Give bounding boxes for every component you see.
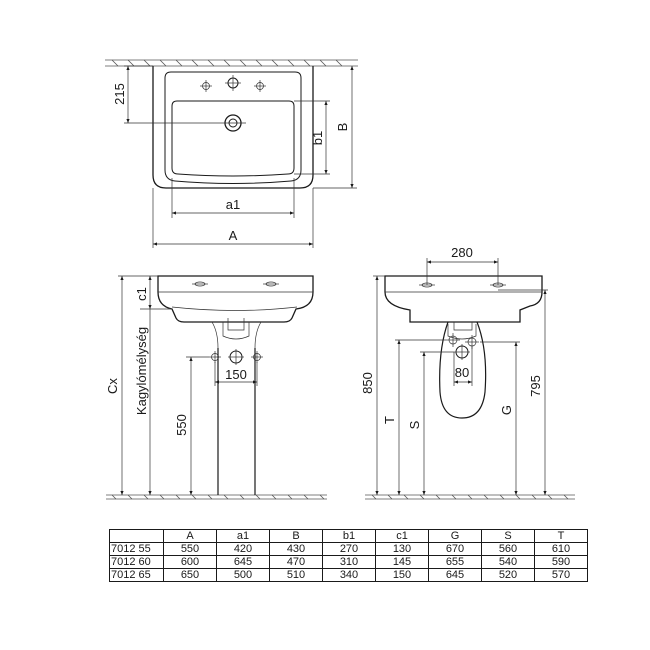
table-cell: 150 [375, 568, 429, 582]
dim-795-label: 795 [528, 375, 543, 397]
tap-hole-right-top [254, 80, 266, 92]
dim-850-label: 850 [360, 372, 375, 394]
col-G: G [428, 529, 482, 543]
dim-c1-label: c1 [134, 287, 149, 301]
dim-T-label: T [382, 416, 397, 424]
table-cell: 655 [428, 555, 482, 569]
trap-side [447, 322, 477, 340]
dim-150-label: 150 [225, 367, 247, 382]
table-corner [109, 529, 164, 543]
table-cell: 7012 60 [109, 555, 164, 569]
dim-550-label: 550 [174, 414, 189, 436]
col-b1: b1 [322, 529, 376, 543]
basin-side [384, 275, 543, 323]
table-cell: 600 [163, 555, 217, 569]
table-cell: 340 [322, 568, 376, 582]
table-cell: 590 [534, 555, 588, 569]
dim-80-label: 80 [455, 365, 469, 380]
table-cell: 540 [481, 555, 535, 569]
dimension-table: A a1 B b1 c1 G S T 7012 55 550 420 430 2… [109, 529, 588, 582]
side-view: 280 850 T S 80 G 795 [360, 245, 575, 500]
table-cell: 270 [322, 542, 376, 556]
table-cell: 430 [269, 542, 323, 556]
col-a1: a1 [216, 529, 270, 543]
dim-b1-label: b1 [310, 131, 325, 145]
table-cell: 510 [269, 568, 323, 582]
front-floor [106, 494, 327, 500]
front-tap-marks [192, 281, 279, 287]
pipe-outlet-left-front [209, 351, 221, 363]
top-wall [105, 59, 358, 67]
top-view: 215 b1 B a1 A [105, 59, 358, 248]
dim-215-label: 215 [112, 83, 127, 105]
side-floor [365, 494, 575, 500]
basin-outline-top [152, 66, 314, 189]
table-cell: 520 [481, 568, 535, 582]
col-c1: c1 [375, 529, 429, 543]
table-cell: 610 [534, 542, 588, 556]
dim-A-label: A [229, 228, 238, 243]
table-cell: 570 [534, 568, 588, 582]
basin-rim-top [164, 71, 302, 184]
dim-S-label: S [407, 420, 422, 429]
table-cell: 310 [322, 555, 376, 569]
table-row: 7012 65 650 500 510 340 150 645 520 570 [109, 568, 588, 582]
table-cell: 560 [481, 542, 535, 556]
table-cell: 500 [216, 568, 270, 582]
table-cell: 550 [163, 542, 217, 556]
table-row: 7012 60 600 645 470 310 145 655 540 590 [109, 555, 588, 569]
col-S: S [481, 529, 535, 543]
col-A: A [163, 529, 217, 543]
dim-G-label: G [499, 405, 514, 415]
table-cell: 130 [375, 542, 429, 556]
pedestal-front [217, 348, 256, 495]
basin-front [157, 275, 314, 323]
dim-depth-label: Kagylómélység [134, 327, 149, 415]
drain-top [124, 114, 246, 132]
table-cell: 470 [269, 555, 323, 569]
side-tap-marks [419, 282, 506, 288]
table-header-row: A a1 B b1 c1 G S T [109, 529, 588, 543]
table-row: 7012 55 550 420 430 270 130 670 560 610 [109, 542, 588, 556]
pipe-outlet-right-front [251, 351, 263, 363]
table-cell: 645 [428, 568, 482, 582]
dim-280-label: 280 [451, 245, 473, 260]
semi-pedestal-side [439, 321, 487, 419]
front-view: c1 Cx Kagylómélység 150 550 [105, 275, 327, 500]
bowl-top [171, 100, 295, 177]
pipe-outlet-center-front [228, 349, 244, 365]
table-cell: 7012 55 [109, 542, 164, 556]
dim-B-label: B [335, 123, 350, 132]
tap-hole-left-top [200, 80, 212, 92]
table-cell: 645 [216, 555, 270, 569]
tap-hole-center-top [225, 75, 241, 91]
dim-cx-label: Cx [105, 378, 120, 394]
table-cell: 650 [163, 568, 217, 582]
trap-front [222, 318, 250, 340]
table-cell: 670 [428, 542, 482, 556]
col-T: T [534, 529, 588, 543]
col-B: B [269, 529, 323, 543]
table-cell: 420 [216, 542, 270, 556]
dim-a1-label: a1 [226, 197, 240, 212]
table-cell: 145 [375, 555, 429, 569]
table-cell: 7012 65 [109, 568, 164, 582]
